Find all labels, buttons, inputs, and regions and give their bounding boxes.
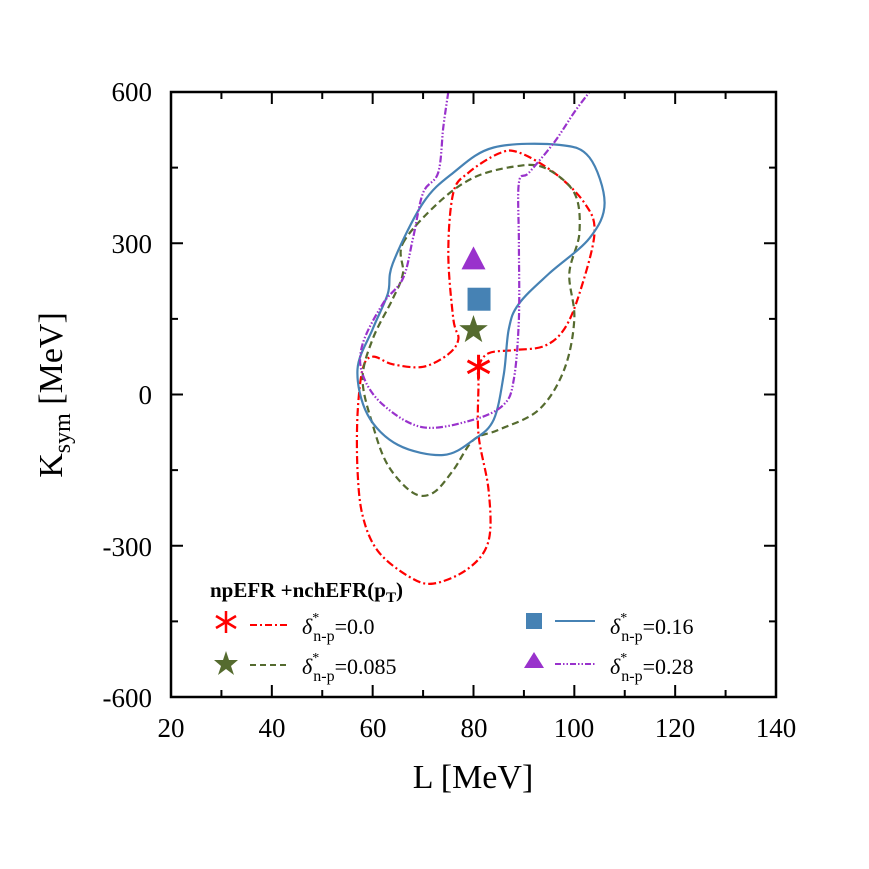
y-tick-600: 600 (112, 77, 153, 107)
square-icon (526, 613, 542, 629)
contour-lines (355, 92, 606, 585)
y-tick-minus300: -300 (103, 532, 153, 562)
y-tick-labels: 600 300 0 -300 -600 (103, 77, 153, 713)
triangle-icon (524, 652, 544, 668)
svg-text:Ksym [MeV]: Ksym [MeV] (33, 312, 76, 478)
legend-entry-2: δ*n-p=0.16 (526, 611, 693, 645)
best-fit-markers (459, 246, 491, 379)
x-tick-60: 60 (360, 713, 387, 743)
contour-series-3 (358, 92, 591, 429)
x-tick-100: 100 (554, 713, 595, 743)
svg-text:δ*n-p=0.085: δ*n-p=0.085 (302, 651, 396, 685)
plot-frame (169, 90, 778, 699)
legend-entry-3: δ*n-p=0.28 (524, 651, 693, 685)
svg-text:δ*n-p=0.16: δ*n-p=0.16 (610, 611, 693, 645)
legend-title: npEFR +nchEFR(pT) (210, 578, 403, 606)
x-tick-140: 140 (756, 713, 797, 743)
legend-entry-1: δ*n-p=0.085 (214, 651, 396, 685)
y-tick-0: 0 (139, 380, 153, 410)
axis-ticks (170, 91, 777, 698)
x-axis-title: L [MeV] (413, 759, 534, 796)
triangle-marker-icon (461, 246, 486, 270)
x-tick-40: 40 (259, 713, 286, 743)
legend: npEFR +nchEFR(pT) δ*n-p=0.0 δ*n-p=0.085 … (210, 578, 693, 685)
y-axis-title-main: K (33, 453, 70, 478)
x-tick-120: 120 (655, 713, 696, 743)
y-axis-title-unit: [MeV] (33, 312, 70, 413)
asterisk-marker-icon (466, 354, 491, 379)
x-tick-labels: 20 40 60 80 100 120 140 (158, 713, 797, 743)
y-tick-300: 300 (112, 229, 153, 259)
y-axis-title: Ksym [MeV] (33, 312, 76, 478)
contour-series-1 (361, 163, 581, 498)
y-axis-title-sub: sym (50, 413, 76, 453)
x-tick-80: 80 (461, 713, 488, 743)
star-icon (214, 651, 238, 675)
x-tick-20: 20 (158, 713, 185, 743)
star-marker-icon (459, 315, 488, 343)
contour-series-0 (355, 149, 596, 585)
svg-text:δ*n-p=0.0: δ*n-p=0.0 (302, 611, 374, 645)
svg-text:δ*n-p=0.28: δ*n-p=0.28 (610, 651, 693, 685)
asterisk-icon (215, 611, 237, 633)
contour-series-2 (356, 142, 606, 457)
y-tick-minus600: -600 (103, 683, 153, 713)
legend-entry-0: δ*n-p=0.0 (215, 611, 374, 645)
square-marker-icon (467, 287, 491, 311)
